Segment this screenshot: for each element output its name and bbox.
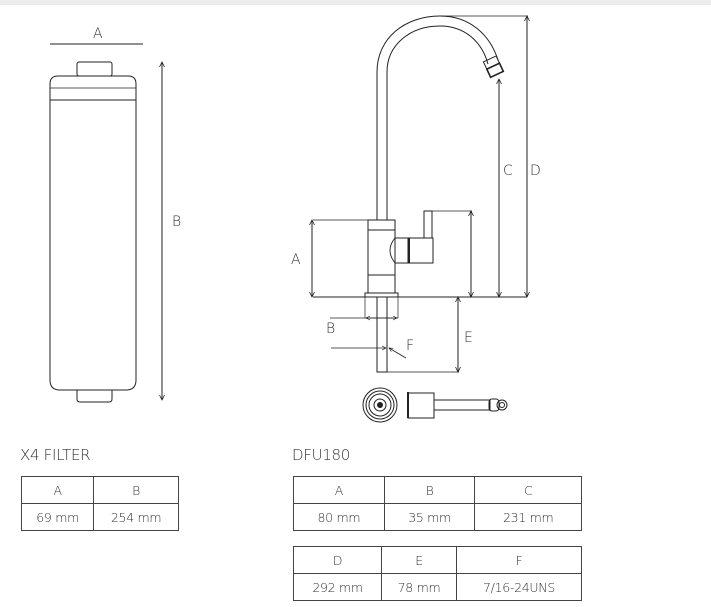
table-row: 80 mm 35 mm 231 mm — [293, 503, 582, 531]
filter-top-cap — [76, 61, 113, 77]
table-header-cell: B — [93, 476, 179, 504]
filter-shoulder — [49, 75, 137, 101]
faucet-handle — [423, 210, 433, 239]
table-cell: 231 mm — [474, 503, 582, 531]
filter-dim-a-label: A — [93, 26, 103, 42]
top-band — [0, 0, 711, 5]
table-header-cell: C — [474, 476, 582, 504]
table-cell: 292 mm — [292, 573, 383, 601]
faucet-lever-box — [407, 237, 434, 264]
table-cell: 69 mm — [20, 503, 95, 531]
table-header-cell: D — [292, 546, 383, 574]
faucet-nozzle — [482, 55, 505, 79]
table-header-row: A B C — [293, 476, 582, 504]
table-header-cell: A — [293, 476, 385, 504]
faucet-dim-f-label: F — [406, 338, 414, 354]
filter-dimensions-table: A B 69 mm 254 mm — [20, 476, 179, 531]
table-cell: 254 mm — [93, 503, 179, 531]
faucet-dimensions-table-1: A B C 80 mm 35 mm 231 mm — [293, 476, 582, 531]
faucet-notch — [389, 237, 408, 264]
faucet-spout-outer — [376, 15, 499, 220]
table-cell: 78 mm — [381, 573, 457, 601]
table-header-cell: A — [20, 476, 95, 504]
faucet-dim-e-label: E — [464, 330, 473, 346]
faucet-dim-a-label: A — [291, 252, 301, 268]
faucet-spout-inner — [386, 25, 489, 220]
faucet-dim-d-label: D — [530, 163, 541, 179]
filter-body — [49, 100, 137, 391]
faucet-shank — [376, 296, 388, 373]
table-cell: 7/16-24UNS — [456, 573, 582, 601]
faucet-title: DFU180 — [292, 446, 350, 464]
table-cell: 35 mm — [383, 503, 476, 531]
faucet-flange — [364, 292, 399, 298]
faucet-top-view — [362, 387, 508, 423]
table-header-cell: E — [381, 546, 457, 574]
filter-dim-b-label: B — [172, 214, 181, 230]
filter-drawing — [49, 43, 162, 403]
table-header-cell: B — [383, 476, 476, 504]
faucet-dim-b-label: B — [326, 321, 335, 337]
faucet-drawing — [312, 15, 528, 423]
table-header-row: D E F — [292, 546, 582, 574]
table-header-cell: F — [456, 546, 582, 574]
table-cell: 80 mm — [293, 503, 385, 531]
filter-title: X4 FILTER — [20, 446, 91, 464]
table-row: 69 mm 254 mm — [20, 503, 179, 531]
faucet-dim-c-label: C — [503, 163, 513, 179]
table-row: 292 mm 78 mm 7/16-24UNS — [292, 573, 582, 601]
faucet-dimensions-table-2: D E F 292 mm 78 mm 7/16-24UNS — [292, 546, 582, 601]
filter-bottom-cap — [76, 390, 113, 403]
technical-drawing: A B — [49, 0, 541, 423]
table-header-row: A B — [20, 476, 179, 504]
